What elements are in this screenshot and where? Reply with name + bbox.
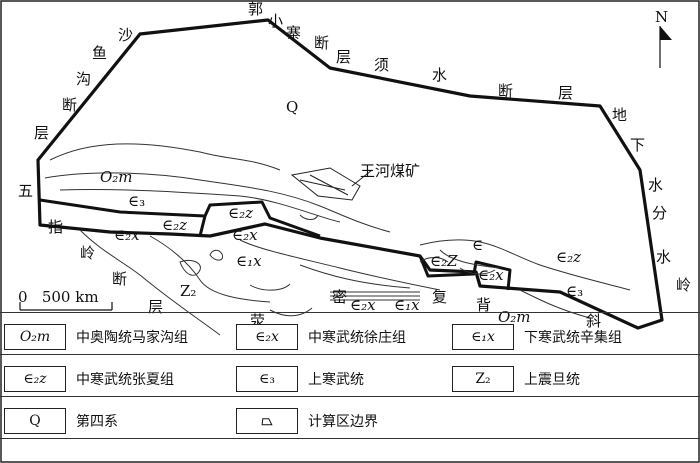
- legend-divider: [0, 438, 700, 439]
- fault-label-char: 断: [498, 82, 513, 100]
- fault-label-char: 层: [336, 48, 351, 66]
- fault-label-char: 断: [112, 270, 127, 288]
- north-arrow-icon: [659, 26, 672, 68]
- legend-symbol: ⏢: [236, 408, 298, 434]
- fault-label-char: 下: [630, 136, 645, 154]
- fault-label-char: 背: [476, 296, 491, 314]
- scale-label: 0 500 km: [18, 288, 99, 306]
- unit-label-e1x: ∈₁x: [236, 252, 262, 270]
- fault-label-char: 断: [314, 34, 329, 52]
- legend-row-2: ∈₂z 中寒武统张夏组 ∈₃ 上寒武统 Z₂ 上震旦统: [0, 360, 700, 398]
- legend-text: 中寒武统张夏组: [76, 372, 174, 388]
- legend-text: 第四系: [76, 414, 118, 430]
- fault-label-char: 沟: [76, 70, 91, 88]
- fault-label-char: 地: [612, 106, 627, 124]
- legend-row-1: O₂m 中奥陶统马家沟组 ∈₂x 中寒武统徐庄组 ∈₁x 下寒武统辛集组: [0, 318, 700, 356]
- unit-label-e2x: ∈₂x: [232, 226, 258, 244]
- calculation-boundary: [36, 18, 664, 330]
- unit-label-e: ∈: [472, 236, 483, 254]
- legend-text: 上寒武统: [308, 372, 364, 388]
- fault-label-char: 水: [432, 66, 447, 84]
- north-label: N: [655, 8, 668, 26]
- unit-label-e2z: ∈₂z: [162, 216, 187, 234]
- fault-label-char: 密: [332, 288, 347, 306]
- legend-symbol: ∈₂z: [4, 366, 66, 392]
- legend-divider: [0, 396, 700, 397]
- unit-label-q: Q: [286, 98, 298, 116]
- fault-label-char: 岭: [676, 276, 691, 294]
- legend-symbol: O₂m: [4, 324, 66, 350]
- fault-label-char: 须: [374, 56, 389, 74]
- legend-symbol: ∈₃: [236, 366, 298, 392]
- fault-label-char: 斜: [586, 312, 601, 330]
- legend-divider: [0, 312, 700, 313]
- fault-label-char: 寨: [286, 24, 301, 42]
- unit-label-e2z: ∈₂z: [228, 204, 253, 222]
- fault-label-char: 层: [558, 84, 573, 102]
- fault-label-char: 层: [148, 298, 163, 316]
- unit-label-e2x: ∈₂x: [478, 266, 504, 284]
- fault-label-char: 复: [432, 288, 447, 306]
- unit-label-e1x: ∈₁x: [394, 296, 420, 314]
- legend-text: 下寒武统辛集组: [524, 330, 622, 346]
- legend-text: 计算区边界: [308, 414, 378, 430]
- legend-text: 中寒武统徐庄组: [308, 330, 406, 346]
- contact-lines: [44, 143, 631, 336]
- mine-leader: [351, 169, 373, 187]
- unit-label-e2z: ∈₂z: [556, 248, 581, 266]
- legend-text: 上震旦统: [524, 372, 580, 388]
- legend-symbol: ∈₁x: [452, 324, 514, 350]
- calculation-boundary-inner: [39, 198, 512, 291]
- legend-symbol: Q: [4, 408, 66, 434]
- legend-divider: [0, 354, 700, 355]
- fault-label-char: 沙: [118, 26, 133, 44]
- wanghe-mine-label: 王河煤矿: [360, 162, 420, 180]
- scale-bar: [19, 302, 113, 311]
- unit-label-e2x: ∈₂x: [114, 226, 140, 244]
- fault-label-char: 水: [648, 176, 663, 194]
- fault-label-char: 岭: [80, 244, 95, 262]
- unit-label-e3: ∈₃: [566, 282, 583, 300]
- legend-row-3: Q 第四系 ⏢ 计算区边界: [0, 402, 700, 440]
- fault-label-char: 小: [268, 12, 283, 30]
- legend: O₂m 中奥陶统马家沟组 ∈₂x 中寒武统徐庄组 ∈₁x 下寒武统辛集组 ∈₂z…: [0, 312, 700, 463]
- fault-label-char: 层: [34, 124, 49, 142]
- fault-label-char: 指: [48, 218, 63, 236]
- fault-label-char: 断: [62, 96, 77, 114]
- wanghe-mine-outline: [290, 167, 361, 201]
- fault-label-char: 鱼: [92, 44, 107, 62]
- unit-label-e3: ∈₃: [128, 192, 145, 210]
- unit-label-e2z: ∈₂Z: [430, 252, 458, 270]
- legend-symbol: ∈₂x: [236, 324, 298, 350]
- legend-symbol: Z₂: [452, 366, 514, 392]
- fault-label-char: 郭: [248, 0, 263, 18]
- unit-label-z2: Z₂: [180, 282, 196, 300]
- fault-label-char: 分: [652, 204, 667, 222]
- legend-text: 中奥陶统马家沟组: [76, 330, 188, 346]
- unit-label-o2m: O₂m: [100, 168, 133, 186]
- fault-label-char: 水: [656, 248, 671, 266]
- fault-label-char: 五: [18, 182, 33, 200]
- unit-label-e2x: ∈₂x: [350, 296, 376, 314]
